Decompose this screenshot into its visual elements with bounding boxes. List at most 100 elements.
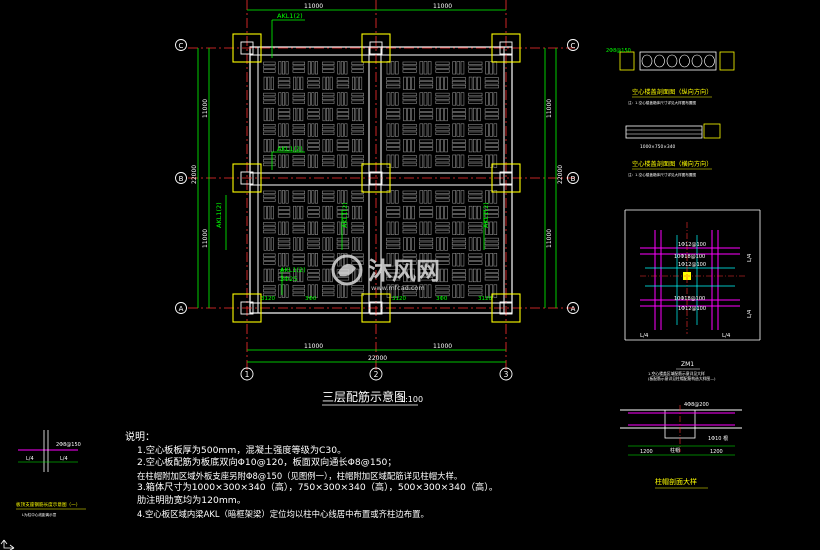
left-detail-sub: L为柱中心线距离示意 (22, 512, 57, 517)
void-box (263, 123, 276, 135)
section-2-sub: 注：1.空心楼盖箱体尺寸详见大样图布置图 (628, 172, 697, 177)
void-box (468, 237, 481, 251)
dim-top-1: 11000 (304, 3, 323, 10)
void-box (277, 237, 291, 249)
void-box (435, 76, 448, 90)
void-box (419, 237, 434, 249)
section-void (679, 54, 690, 68)
section-detail-2: 1000×750×340 空心楼盖剖面图（横向方向） 注：1.空心楼盖箱体尺寸详… (625, 123, 721, 177)
column-cap (491, 33, 521, 63)
void-box (263, 190, 276, 202)
void-box (451, 108, 466, 120)
void-box (263, 237, 274, 251)
void-box (292, 284, 305, 297)
void-box (351, 222, 364, 234)
void-box (403, 76, 415, 90)
detail-label-3: 1Φ10 根 (708, 435, 728, 442)
void-box (484, 237, 499, 249)
axis-label-B-left: B (179, 175, 184, 183)
dim-left-total: 22000 (191, 165, 198, 184)
void-box (435, 190, 450, 202)
void-box (351, 76, 363, 90)
void-box (468, 284, 483, 297)
notes-block: 说明： 1.空心板板厚为500mm，混凝土强度等级为C30。 2.空心板配筋为板… (125, 432, 498, 520)
axis-bubble-3 (499, 367, 513, 381)
void-box (293, 76, 304, 90)
void-box (435, 123, 450, 135)
void-box (386, 269, 401, 281)
void-box (337, 123, 348, 137)
void-box (386, 221, 399, 235)
axis-bubble-A-right (567, 302, 579, 314)
void-box (435, 139, 448, 153)
void-box (307, 123, 318, 137)
void-box (435, 205, 448, 220)
void-box (263, 222, 276, 234)
green-note-1: AKL1(2) (280, 266, 306, 274)
floor-plan: AKL1(2) AKL1(2) AKL1(2) AKL1(2) AKL1(2) … (175, 0, 579, 406)
dim-right-1: 11000 (546, 99, 553, 118)
void-box (278, 154, 289, 168)
dimension-lines (197, 9, 557, 363)
void-box (484, 269, 499, 281)
void-box (307, 61, 318, 75)
watermark-logo-icon (331, 254, 363, 286)
void-box (485, 154, 498, 168)
void-box (452, 190, 465, 204)
void-box (263, 268, 274, 283)
column-cap (232, 163, 262, 193)
column-cap (232, 33, 262, 63)
akl-center-vertical-label: AKL1(2) (341, 202, 349, 228)
dim-right-2: 11000 (546, 229, 553, 248)
watermark: 沐风网 www.mfcad.com (331, 254, 440, 292)
void-box (484, 108, 499, 120)
void-box (419, 154, 432, 168)
void-box (322, 190, 335, 202)
dim-top-2: 11000 (433, 3, 452, 10)
void-box (278, 190, 289, 204)
void-box (452, 92, 465, 106)
void-box (402, 284, 417, 297)
void-box (435, 61, 450, 73)
void-box (435, 107, 448, 122)
void-box (322, 92, 335, 104)
void-box (292, 123, 305, 135)
void-box (452, 154, 465, 168)
axis-bubble-C-right (567, 39, 579, 51)
notes-heading: 说明： (125, 432, 155, 443)
void-box (468, 222, 483, 234)
void-box (485, 221, 498, 235)
akl-left-label: AKL1(2) (215, 202, 223, 228)
void-box (386, 77, 401, 89)
dim-right-total: 22000 (557, 165, 564, 184)
void-box (419, 123, 432, 137)
void-box (336, 77, 350, 89)
void-box (322, 76, 333, 90)
void-box (403, 107, 415, 122)
rebar-annotations (225, 19, 485, 295)
void-box (307, 108, 320, 120)
void-box (468, 155, 483, 167)
void-box (336, 108, 350, 120)
void-box (292, 222, 305, 234)
notes-line-4: 3.箱体尺寸为1000×300×340（高），750×300×340（高），50… (137, 482, 499, 494)
zm-label-1: 1Φ12@100 (678, 242, 706, 248)
void-box (307, 206, 320, 218)
void-box (351, 107, 363, 122)
bottom-label-4: 3Φ0 (436, 296, 448, 302)
column-cap (361, 293, 391, 323)
akl-mid-label: AKL1(2) (277, 145, 303, 153)
column-cap (361, 33, 391, 63)
left-detail-title: 板顶支座钢筋长度示意图（一） (16, 501, 80, 508)
void-box (419, 206, 434, 218)
axis-label-2: 2 (374, 370, 379, 379)
column-cap (361, 163, 391, 193)
akl-top-label: AKL1(2) (277, 12, 303, 20)
void-box (468, 107, 481, 122)
detail-label-5: 1200 (710, 449, 723, 455)
void-box (484, 139, 499, 151)
section-void (666, 54, 678, 68)
void-box (322, 155, 335, 167)
void-box (292, 253, 305, 265)
void-box (307, 253, 318, 267)
